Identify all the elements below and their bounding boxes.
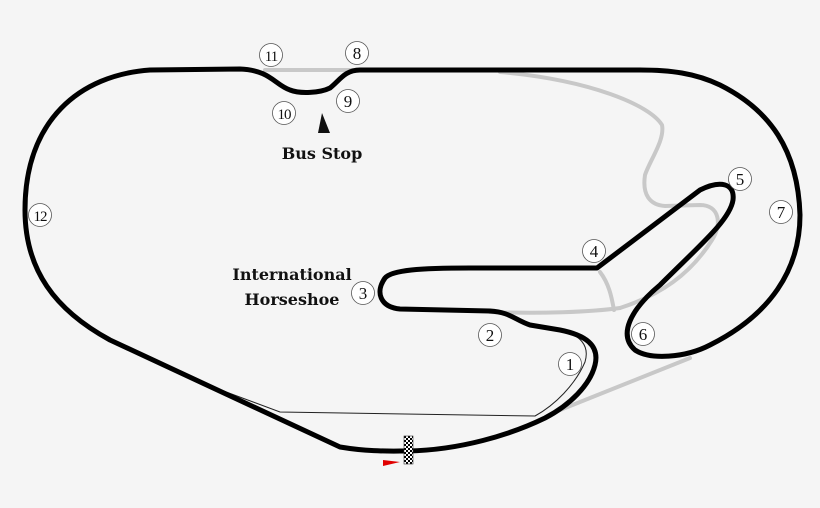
- turn-number: 9: [344, 92, 353, 111]
- turn-marker-circle: [345, 41, 369, 65]
- turn-marker-8: 8: [345, 41, 369, 65]
- turn-marker-4: 4: [582, 239, 606, 263]
- turn-marker-circle: [582, 239, 606, 263]
- turn-marker-12: 12: [28, 203, 52, 227]
- direction-arrow-icon: [383, 460, 400, 466]
- oval-bottom-link: [558, 356, 692, 412]
- turn-number: 5: [736, 170, 745, 189]
- turn-number: 2: [486, 326, 495, 345]
- turn-number: 3: [359, 284, 368, 303]
- turn-marker-circle: [336, 89, 360, 113]
- horseshoe-label-line1: International: [232, 265, 351, 284]
- checkered-flag-icon: [403, 435, 414, 465]
- road-course: [22, 66, 803, 454]
- turn-marker-5: 5: [728, 167, 752, 191]
- infield-link: [598, 270, 616, 312]
- turn-marker-7: 7: [769, 200, 793, 224]
- turn-number: 10: [278, 107, 292, 123]
- unused-track: [263, 68, 720, 412]
- turn-marker-circle: [631, 322, 655, 346]
- horseshoe-label-line2: Horseshoe: [245, 290, 340, 309]
- turn-number: 11: [265, 49, 278, 65]
- turn-marker-2: 2: [478, 323, 502, 347]
- infield-straight: [488, 306, 622, 315]
- turn-marker-6: 6: [631, 322, 655, 346]
- turn-number: 8: [353, 44, 362, 63]
- turn-marker-10: 10: [272, 101, 296, 125]
- turn-marker-9: 9: [336, 89, 360, 113]
- turn-number: 12: [34, 209, 48, 225]
- turn-number: 7: [777, 203, 786, 222]
- turn-marker-circle: [28, 203, 52, 227]
- turn-number: 4: [590, 242, 599, 261]
- turn-marker-11: 11: [259, 43, 283, 67]
- turn-marker-circle: [272, 101, 296, 125]
- turn-marker-circle: [259, 43, 283, 67]
- turn-marker-circle: [728, 167, 752, 191]
- turn-marker-circle: [478, 323, 502, 347]
- turn-marker-1: 1: [558, 352, 582, 376]
- turn-number: 1: [566, 355, 575, 374]
- bus-stop-label: Bus Stop: [282, 144, 363, 163]
- turn-marker-circle: [769, 200, 793, 224]
- turn-marker-circle: [558, 352, 582, 376]
- oval-banking-turn: [498, 70, 720, 310]
- turn-number: 6: [639, 325, 648, 344]
- bus-stop-pointer-icon: [318, 113, 330, 133]
- turn-marker-circle: [351, 281, 375, 305]
- turn-marker-3: 3: [351, 281, 375, 305]
